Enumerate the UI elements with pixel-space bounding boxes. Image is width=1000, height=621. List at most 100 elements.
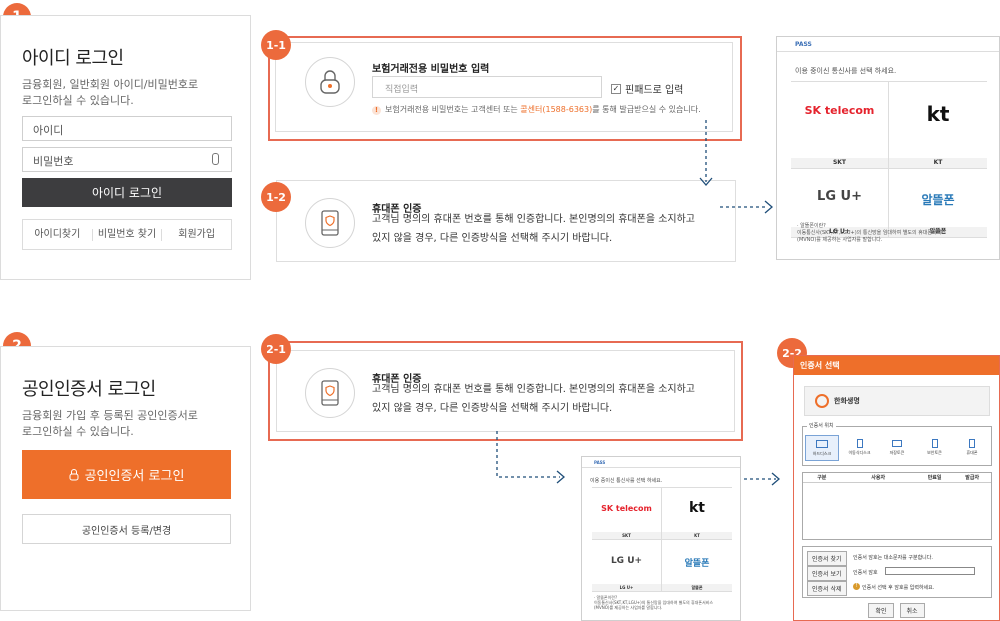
arrow-2-1-down-right bbox=[496, 431, 560, 478]
location-storage-token[interactable]: 저장토큰 bbox=[880, 435, 914, 461]
location-harddisk[interactable]: 하드디스크 bbox=[805, 435, 839, 461]
location-security-token[interactable]: 보안토큰 bbox=[918, 435, 952, 461]
cert-register-button[interactable]: 공인인증서 등록/변경 bbox=[22, 514, 231, 544]
cert-brand-name: 한화생명 bbox=[834, 397, 860, 405]
carrier-lgu-1[interactable]: LG U+ LG U+ bbox=[791, 169, 889, 238]
carrier-kt-label-2: KT bbox=[662, 532, 732, 539]
carrier-skt-1[interactable]: SK telecom SKT bbox=[791, 82, 889, 169]
col-issuer: 발급자 bbox=[965, 475, 980, 481]
cert-login-card: 공인인증서 로그인 금융회원 가입 후 등록된 공인인증서로 로그인하실 수 있… bbox=[0, 346, 251, 611]
pw-notice: ! 보험거래전용 비밀번호는 고객센터 또는 콜센터(1588-6363)를 통해… bbox=[372, 104, 701, 115]
carrier-mvno-1[interactable]: 알뜰폰 알뜰폰 bbox=[889, 169, 987, 238]
pw-notice-suffix: 를 통해 발급받으실 수 있습니다. bbox=[592, 105, 701, 114]
cert-delete-button[interactable]: 인증서 삭제 bbox=[807, 581, 847, 596]
phone-shield-icon-1 bbox=[305, 198, 355, 248]
carrier-skt-label-2: SKT bbox=[592, 532, 661, 539]
location-security-token-label: 보안토큰 bbox=[927, 450, 942, 455]
location-phone-label: 휴대폰 bbox=[966, 450, 978, 455]
phone-auth-body-2: 고객님 명의의 휴대폰 번호를 통해 인증합니다. 본인명의의 휴대폰을 소지하… bbox=[372, 384, 696, 414]
pinpad-checkbox[interactable]: ✓ bbox=[611, 83, 621, 94]
cert-case-note: 인증서 암호는 대소문자를 구분합니다. bbox=[853, 555, 933, 561]
arrowhead-carrier-cert bbox=[771, 472, 780, 486]
cert-login-button-label: 공인인증서 로그인 bbox=[84, 469, 185, 484]
carrier-lgu-label-2: LG U+ bbox=[592, 584, 661, 591]
storage-token-icon bbox=[892, 440, 902, 447]
carrier-skt-2[interactable]: SK telecom SKT bbox=[592, 488, 662, 540]
col-type: 구분 bbox=[817, 475, 827, 481]
id-field[interactable]: 아이디 bbox=[22, 116, 232, 141]
carrier-lgu-2[interactable]: LG U+ LG U+ bbox=[592, 540, 662, 592]
cert-brand-banner: 한화생명 bbox=[804, 386, 990, 416]
id-login-desc: 금융회원, 일반회원 아이디/비밀번호로 로그인하실 수 있습니다. bbox=[22, 78, 199, 107]
password-field[interactable]: 비밀번호 bbox=[22, 147, 232, 172]
phone-auth-title-1: 휴대폰 인증 bbox=[372, 204, 422, 215]
cert-login-desc: 금융회원 가입 후 등록된 공인인증서로 로그인하실 수 있습니다. bbox=[22, 409, 198, 438]
arrowhead-1-2 bbox=[764, 200, 773, 214]
cert-ok-button[interactable]: 확인 bbox=[868, 603, 894, 618]
find-id-link[interactable]: 아이디찾기 bbox=[23, 228, 93, 241]
location-removable[interactable]: 이동식디스크 bbox=[843, 435, 877, 461]
signup-link[interactable]: 회원가입 bbox=[178, 228, 216, 240]
id-login-button[interactable]: 아이디 로그인 bbox=[22, 178, 232, 207]
cert-actions: 인증서 찾기 인증서 보기 인증서 삭제 인증서 암호는 대소문자를 구분합니다… bbox=[802, 546, 992, 598]
cert-password-label: 인증서 암호 bbox=[853, 570, 878, 576]
cert-select-window: 인증서 선택 한화생명 인증서 위치 하드디스크 이동식디스크 저장토큰 보안토… bbox=[793, 355, 1000, 621]
kt-logo-2: kt bbox=[688, 500, 705, 516]
warning-icon: ! bbox=[372, 106, 381, 115]
step-1-1-badge: 1-1 bbox=[261, 30, 291, 60]
cert-find-button[interactable]: 인증서 찾기 bbox=[807, 551, 847, 566]
carrier-kt-2[interactable]: kt KT bbox=[662, 488, 732, 540]
pw-direct-input[interactable]: 직접입력 bbox=[372, 76, 602, 98]
carrier-kt-1[interactable]: kt KT bbox=[889, 82, 987, 169]
cert-table: 구분 사용자 만료일 발급자 bbox=[802, 472, 992, 540]
carrier-grid-2: SK telecom SKT kt KT LG U+ LG U+ 알뜰폰 알뜰폰 bbox=[592, 487, 732, 592]
location-storage-token-label: 저장토큰 bbox=[889, 450, 905, 455]
find-password-link[interactable]: 비밀번호 찾기 bbox=[93, 228, 163, 241]
hanwha-logo-icon bbox=[815, 394, 829, 408]
cert-view-button[interactable]: 인증서 보기 bbox=[807, 566, 847, 581]
carrier-mvno-2[interactable]: 알뜰폰 알뜰폰 bbox=[662, 540, 732, 592]
col-expiry: 만료일 bbox=[927, 475, 942, 481]
pw-step-title: 보험거래전용 비밀번호 입력 bbox=[372, 64, 490, 75]
pw-step-frame bbox=[268, 36, 742, 141]
carrier-select-panel-2: PASS 이용 중이신 통신사를 선택 하세요. SK telecom SKT … bbox=[581, 456, 741, 621]
lgu-logo-1: LG U+ bbox=[817, 189, 862, 204]
carrier-footnote-1: · 알뜰폰이란? 이동통신사(SKT,KT,LGU+)의 통신망을 임대하여 별… bbox=[797, 223, 946, 243]
pw-notice-prefix: 보험거래전용 비밀번호는 고객센터 또는 bbox=[385, 105, 521, 114]
col-user: 사용자 bbox=[871, 475, 886, 481]
carrier-footnote-2: · 알뜰폰이란? 이동통신사(SKT,KT,LGU+)의 통신망을 임대하여 별… bbox=[594, 595, 714, 610]
carrier-mvno-label-2: 알뜰폰 bbox=[662, 584, 732, 591]
keypad-icon[interactable] bbox=[212, 153, 219, 165]
skt-logo-2: SK telecom bbox=[601, 504, 652, 513]
id-login-card: 아이디 로그인 금융회원, 일반회원 아이디/비밀번호로 로그인하실 수 있습니… bbox=[0, 15, 251, 280]
info-icon: ! bbox=[853, 583, 860, 590]
carrier-grid-1: SK telecom SKT kt KT LG U+ LG U+ 알뜰폰 알뜰폰 bbox=[791, 81, 987, 251]
carrier-skt-label-1: SKT bbox=[791, 158, 888, 168]
cert-password-input[interactable] bbox=[885, 567, 975, 575]
location-removable-label: 이동식디스크 bbox=[848, 450, 871, 455]
cert-cancel-button[interactable]: 취소 bbox=[899, 603, 925, 618]
cert-window-title: 인증서 선택 bbox=[794, 356, 999, 375]
phone-auth-title-2: 휴대폰 인증 bbox=[372, 374, 422, 385]
cert-login-button[interactable]: 공인인증서 로그인 bbox=[22, 450, 231, 499]
kt-logo-1: kt bbox=[926, 102, 950, 126]
pass-logo-2: PASS bbox=[594, 460, 606, 465]
arrowhead-1-1 bbox=[699, 177, 713, 186]
step-2-1-badge: 2-1 bbox=[261, 334, 291, 364]
pw-direct-input-placeholder: 직접입력 bbox=[385, 85, 419, 95]
cert-location-box: 인증서 위치 하드디스크 이동식디스크 저장토큰 보안토큰 휴대폰 bbox=[802, 422, 992, 466]
location-harddisk-label: 하드디스크 bbox=[812, 451, 832, 456]
step-1-2-badge: 1-2 bbox=[261, 182, 291, 212]
callcenter-link[interactable]: 콜센터(1588-6363) bbox=[520, 105, 593, 114]
pinpad-option[interactable]: ✓ 핀패드로 입력 bbox=[611, 81, 683, 96]
lock-small-icon bbox=[69, 469, 79, 481]
carrier-kt-label-1: KT bbox=[889, 158, 987, 168]
usb-icon bbox=[856, 439, 863, 448]
password-field-label: 비밀번호 bbox=[33, 155, 74, 168]
carrier-heading-1: 이용 중이신 통신사를 선택 하세요. bbox=[795, 67, 897, 75]
cert-hint: 인증서 선택 후 암호를 입력하세요. bbox=[862, 585, 935, 591]
location-phone[interactable]: 휴대폰 bbox=[955, 435, 989, 461]
mvno-logo-1: 알뜰폰 bbox=[921, 193, 955, 207]
account-links: 아이디찾기 비밀번호 찾기 회원가입 bbox=[22, 219, 232, 250]
